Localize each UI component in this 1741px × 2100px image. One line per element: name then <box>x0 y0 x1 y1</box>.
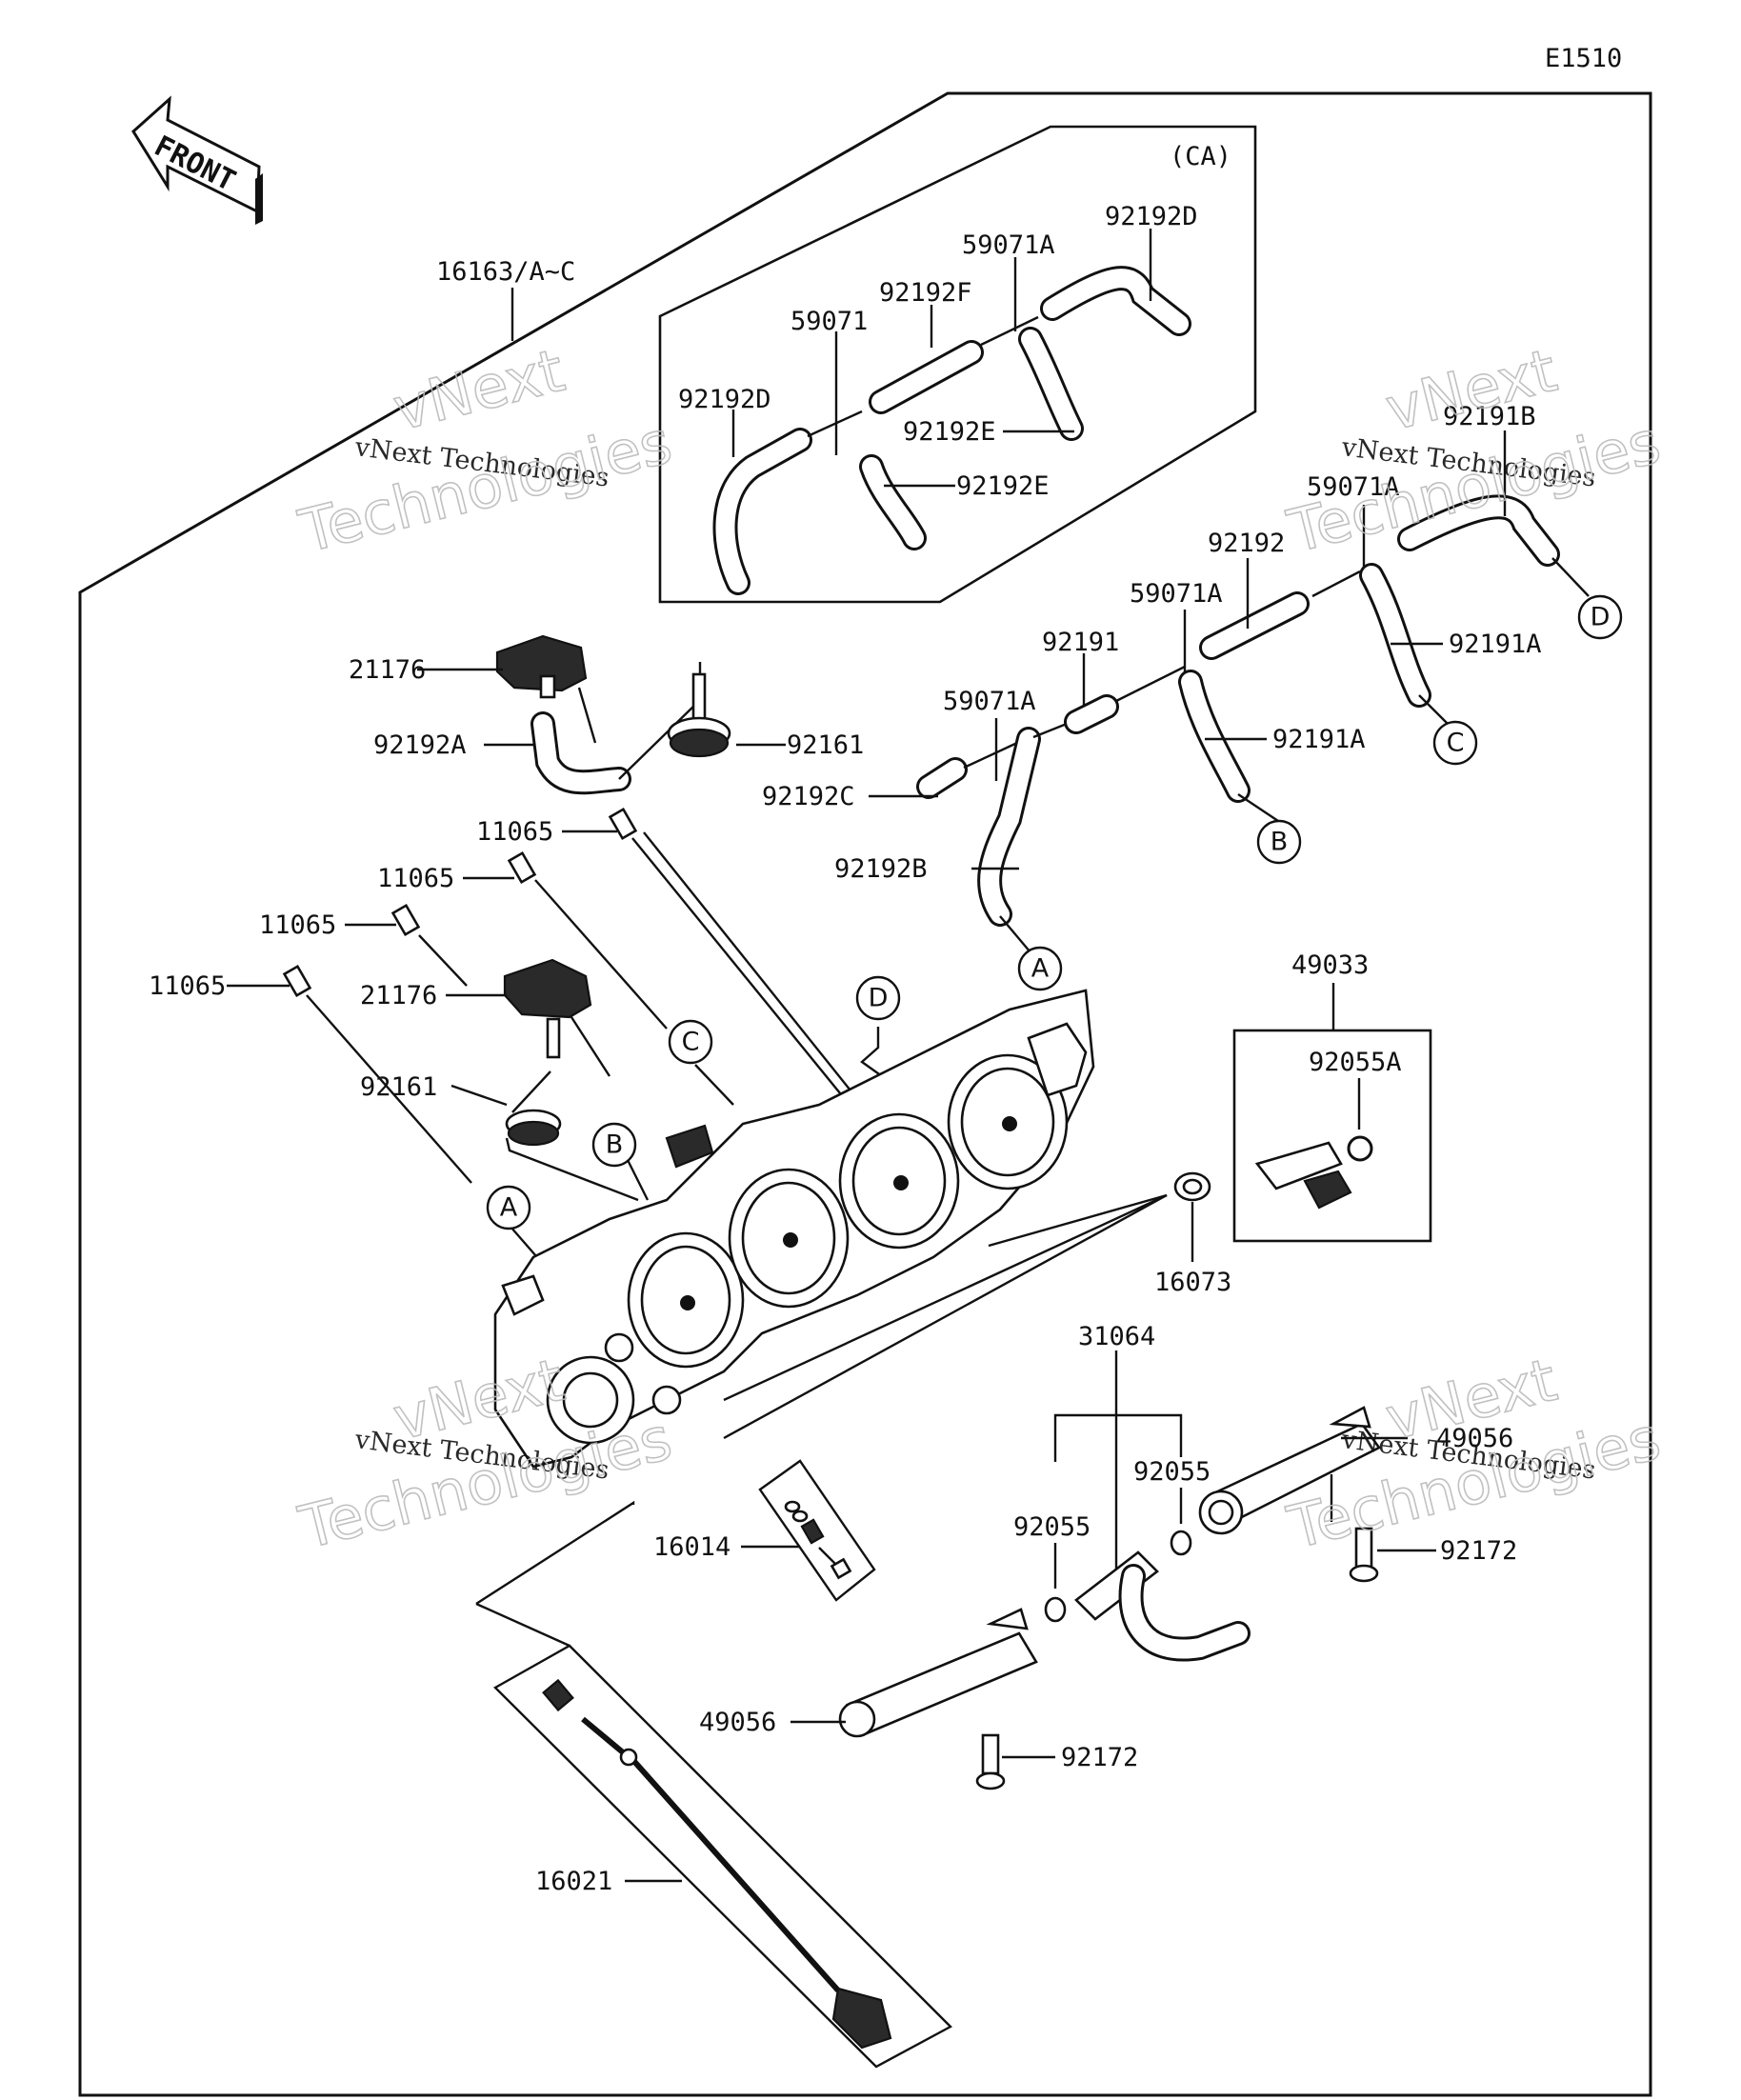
part-label: 16163/A~C <box>436 257 575 287</box>
part-label: 92191A <box>1449 630 1542 659</box>
part-label: 11065 <box>259 910 336 940</box>
part-label: 11065 <box>377 864 454 893</box>
inset-labels: 92192D 59071A 92192F 59071 92192D 92192E… <box>678 202 1198 501</box>
throttle-shaft <box>542 1678 892 2050</box>
inset-label: 92192E <box>903 417 996 447</box>
part-label: 59071A <box>1307 472 1400 502</box>
ref-letter: B <box>1271 828 1289 857</box>
ref-letter: B <box>606 1130 624 1160</box>
part-label: 92161 <box>360 1072 437 1102</box>
ref-circle: C <box>668 1019 713 1065</box>
part-label: 49033 <box>1291 950 1369 980</box>
part-label: 59071A <box>1130 579 1223 609</box>
ref-letter: D <box>1591 603 1611 632</box>
inset-label: 92192F <box>879 278 972 308</box>
throttle-body-assembly <box>493 989 1095 1469</box>
ref-circle: D <box>1577 594 1623 640</box>
part-label: 16021 <box>535 1867 612 1896</box>
watermark-upper-left: vNext vNext Technologies Technologies <box>291 334 679 567</box>
part-label: 92192 <box>1208 529 1285 558</box>
part-label: 31064 <box>1078 1322 1155 1351</box>
inset-hose-set <box>712 266 1191 595</box>
part-label: 92192C <box>762 782 855 811</box>
front-arrow-icon: FRONT <box>131 95 263 225</box>
ref-letter: C <box>1447 729 1465 758</box>
inset-label: 92192E <box>956 471 1050 501</box>
ref-letter: A <box>500 1193 518 1223</box>
ref-circle: B <box>1256 819 1302 865</box>
part-label: 49056 <box>1436 1424 1513 1453</box>
watermark-text: Technologies <box>292 407 678 566</box>
inset-label: 92192D <box>678 385 771 414</box>
screw-upper <box>1349 1527 1379 1583</box>
part-label: 49056 <box>699 1708 776 1737</box>
caps-11065 <box>282 807 863 1115</box>
part-label: 16014 <box>653 1532 730 1562</box>
delivery-pipe-lower <box>838 1608 1038 1738</box>
ref-letter: C <box>682 1028 700 1057</box>
part-label: 92191A <box>1272 725 1366 754</box>
part-label: 92192A <box>373 730 467 760</box>
hose-labels: 92191B 59071A 92192 59071A 92191 59071A … <box>762 402 1542 884</box>
part-label: 92192B <box>834 854 928 884</box>
part-label: 92191B <box>1443 402 1536 431</box>
screw-lower <box>975 1733 1006 1790</box>
vacuum-cap-upper <box>667 672 731 758</box>
pressure-sensor-lower <box>503 958 611 1147</box>
part-label: 92172 <box>1061 1743 1138 1772</box>
ref-circle: D <box>855 975 901 1021</box>
watermark-upper-right: vNext vNext Technologies Technologies <box>1280 334 1668 567</box>
fuel-pipe <box>1044 1530 1251 1662</box>
part-label: 11065 <box>149 971 226 1001</box>
injector-grommet <box>1173 1171 1211 1202</box>
part-label: 11065 <box>476 817 553 847</box>
ref-circle: A <box>486 1185 531 1230</box>
fuel-injector <box>1254 1135 1373 1210</box>
ref-circle: A <box>1017 946 1063 991</box>
vacuum-hose-assembly <box>916 494 1590 953</box>
inset-label: 59071A <box>962 230 1055 260</box>
main-frame <box>78 91 1652 2097</box>
part-label: 92055 <box>1013 1512 1091 1542</box>
idle-screw-frame <box>758 1459 876 1602</box>
part-label: 16073 <box>1154 1268 1231 1297</box>
ref-letter: A <box>1031 954 1050 984</box>
inset-label: 92192D <box>1105 202 1198 231</box>
hose-leaders <box>869 430 1507 870</box>
ca-inset-label: (CA) <box>1170 142 1231 171</box>
diagram-code: E1510 <box>1545 44 1622 73</box>
idle-screw-set <box>784 1500 852 1580</box>
part-label: 92055A <box>1309 1048 1402 1077</box>
pressure-sensor-upper <box>495 634 702 795</box>
ref-letter: D <box>869 984 889 1013</box>
part-label: 92172 <box>1440 1536 1517 1566</box>
part-label: 21176 <box>360 981 437 1010</box>
part-label: 59071A <box>943 687 1036 716</box>
inset-leaders <box>731 229 1152 488</box>
part-label: 92055 <box>1133 1457 1211 1487</box>
inset-label: 59071 <box>790 307 868 336</box>
ca-inset-frame <box>658 125 1257 604</box>
part-label: 92161 <box>787 730 864 760</box>
ref-circle: C <box>1432 720 1478 766</box>
delivery-pipe-upper <box>1198 1406 1381 1535</box>
watermark-text: vNext <box>387 335 570 445</box>
part-label: 21176 <box>349 655 426 685</box>
throttle-shaft-frame <box>493 1644 952 2069</box>
ref-circle: B <box>591 1122 637 1168</box>
part-label: 92191 <box>1042 628 1119 657</box>
